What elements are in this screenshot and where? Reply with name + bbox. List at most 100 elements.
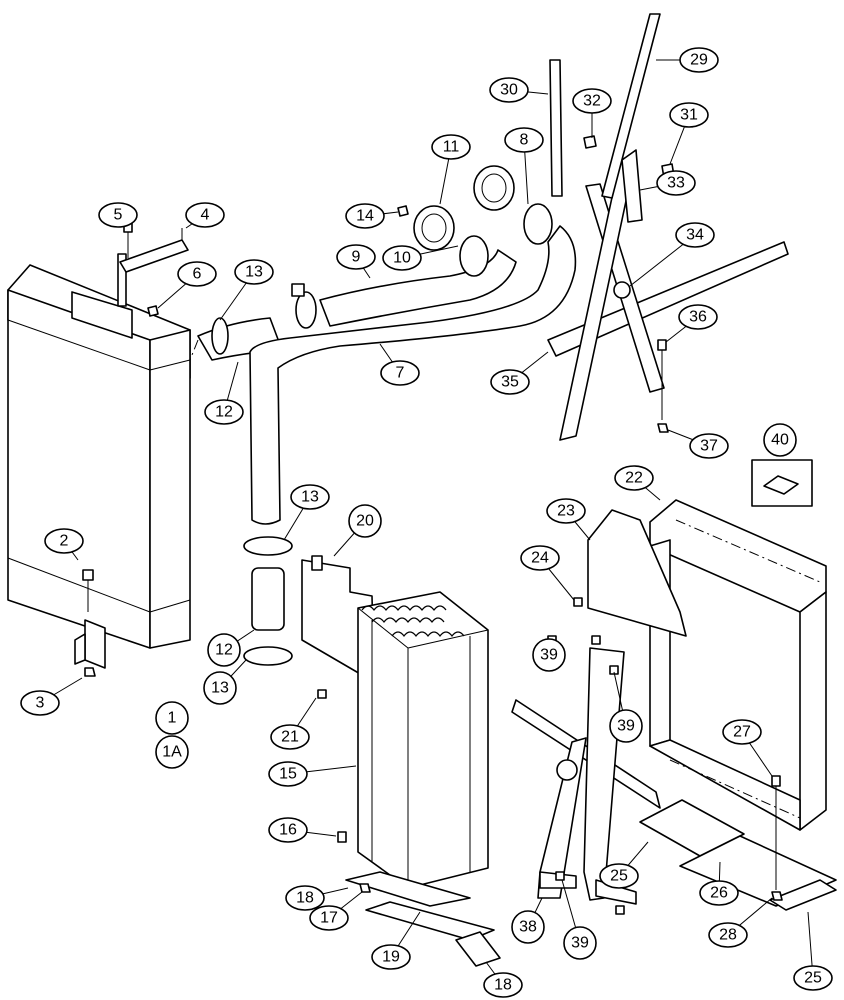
callout-balloon: [511, 910, 545, 944]
callout-c1a: 1A: [155, 735, 189, 769]
callout-c39c: 39: [563, 926, 597, 960]
callout-label: 19: [382, 949, 400, 966]
callout-balloon: [155, 735, 189, 769]
callout-label: 39: [571, 935, 589, 952]
fan-frame-item-38: [511, 647, 661, 905]
callout-label: 33: [667, 175, 685, 192]
callout-label: 12: [215, 642, 233, 659]
callout-c3: 3: [20, 690, 60, 716]
radiator-item-22: [649, 499, 827, 831]
callout-c30: 30: [489, 77, 529, 103]
callout-c40: 40: [763, 423, 797, 457]
callout-balloon: [563, 926, 597, 960]
callout-c39b: 39: [609, 709, 643, 743]
callout-balloon: [546, 498, 586, 524]
callout-c15: 15: [268, 761, 308, 787]
callout-balloon: [380, 360, 420, 386]
callout-label: 22: [625, 470, 643, 487]
callout-label: 24: [531, 550, 549, 567]
callout-balloon: [675, 222, 715, 248]
callout-c16: 16: [268, 817, 308, 843]
callout-balloon: [431, 134, 471, 160]
kit-item-40: [751, 459, 813, 507]
callout-label: 13: [245, 264, 263, 281]
callout-label: 30: [500, 82, 518, 99]
callout-balloon: [309, 905, 349, 931]
callout-c18b: 18: [483, 972, 523, 998]
callout-label: 15: [279, 766, 297, 783]
callout-c25b: 25: [793, 965, 833, 991]
callout-label: 2: [60, 533, 69, 550]
callout-balloon: [489, 77, 529, 103]
callout-c23: 23: [546, 498, 586, 524]
callout-c17: 17: [309, 905, 349, 931]
straps-items-29-30-33: [549, 13, 675, 433]
callout-label: 3: [36, 695, 45, 712]
callout-c5: 5: [98, 202, 138, 228]
callout-label: 26: [710, 885, 728, 902]
callout-label: 39: [617, 718, 635, 735]
callout-label: 23: [557, 503, 575, 520]
callout-label: 5: [114, 207, 123, 224]
callout-c10: 10: [382, 245, 422, 271]
callout-balloon: [177, 261, 217, 287]
callout-balloon: [20, 690, 60, 716]
callout-balloon: [572, 88, 612, 114]
radiator-main: [7, 253, 191, 669]
callout-c28: 28: [708, 922, 748, 948]
callout-balloon: [656, 170, 696, 196]
callout-label: 38: [519, 919, 537, 936]
callout-label: 1: [168, 710, 177, 727]
fan-spider-items-33-35: [547, 153, 789, 441]
callout-label: 13: [211, 680, 229, 697]
callout-label: 25: [804, 970, 822, 987]
cooler-core-item-15: [357, 591, 489, 889]
callout-label: 34: [686, 227, 704, 244]
callout-c18a: 18: [285, 885, 325, 911]
plates-items-25-26: [639, 799, 837, 911]
callout-balloon: [483, 972, 523, 998]
callout-c13a: 13: [234, 259, 274, 285]
callout-c38: 38: [511, 910, 545, 944]
callout-c29: 29: [679, 47, 719, 73]
callout-c9: 9: [336, 244, 376, 270]
callout-c6: 6: [177, 261, 217, 287]
callout-c33: 33: [656, 170, 696, 196]
callout-c12a: 12: [204, 399, 244, 425]
callout-c11: 11: [431, 134, 471, 160]
hardware-small: [82, 221, 159, 677]
callout-balloon: [268, 761, 308, 787]
callout-c34: 34: [675, 222, 715, 248]
callout-label: 18: [494, 977, 512, 994]
plates-items-18-19: [345, 871, 501, 967]
callout-label: 28: [719, 927, 737, 944]
callout-label: 39: [540, 647, 558, 664]
callout-balloon: [679, 47, 719, 73]
callout-balloon: [669, 102, 709, 128]
callout-balloon: [520, 545, 560, 571]
callout-c1: 1: [155, 701, 189, 735]
callout-balloon: [270, 724, 310, 750]
callout-label: 29: [690, 52, 708, 69]
callout-label: 6: [193, 266, 202, 283]
callout-c37: 37: [689, 433, 729, 459]
callout-balloon: [207, 633, 241, 667]
callout-c32: 32: [572, 88, 612, 114]
callout-c25a: 25: [599, 863, 639, 889]
shroud-item-20: [301, 555, 375, 683]
callout-label: 31: [680, 107, 698, 124]
callout-label: 14: [356, 208, 374, 225]
callout-c8: 8: [504, 127, 544, 153]
callout-c21: 21: [270, 724, 310, 750]
callout-c27: 27: [722, 719, 762, 745]
callout-balloon: [793, 965, 833, 991]
callout-c22: 22: [614, 465, 654, 491]
callout-balloon: [204, 399, 244, 425]
callout-label: 18: [296, 890, 314, 907]
callout-label: 21: [281, 729, 299, 746]
callout-balloon: [614, 465, 654, 491]
bracket-item-4: [119, 228, 189, 273]
callout-label: 37: [700, 438, 718, 455]
callout-balloon: [382, 245, 422, 271]
callout-label: 1A: [162, 744, 182, 761]
